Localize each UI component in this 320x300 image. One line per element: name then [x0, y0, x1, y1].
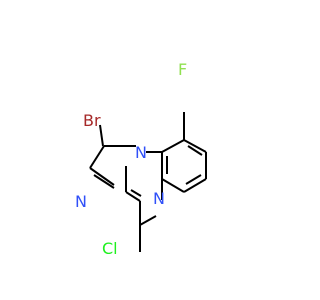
ring-nitrogen-label: N — [153, 189, 165, 208]
chlorine-atom-label: Cl — [102, 239, 118, 258]
bond — [187, 145, 203, 156]
bond — [130, 189, 142, 197]
bond — [89, 145, 105, 169]
bond — [139, 215, 157, 226]
bridgehead-nitrogen-label: N — [135, 143, 147, 162]
bond — [161, 139, 185, 153]
bond — [183, 139, 207, 153]
molecule-canvas: F Br N N N Cl — [75, 60, 207, 258]
bond — [93, 174, 115, 189]
bond — [185, 174, 202, 185]
bond — [99, 124, 104, 147]
bond — [125, 191, 141, 202]
bromine-atom-label: Br — [83, 111, 101, 130]
bond — [89, 167, 115, 186]
bond — [183, 178, 207, 193]
bond — [161, 178, 185, 193]
fluorine-atom-label: F — [178, 60, 187, 79]
imidazole-nitrogen-label: N — [75, 192, 87, 211]
molecule-structure: F Br N N N Cl — [75, 60, 207, 258]
